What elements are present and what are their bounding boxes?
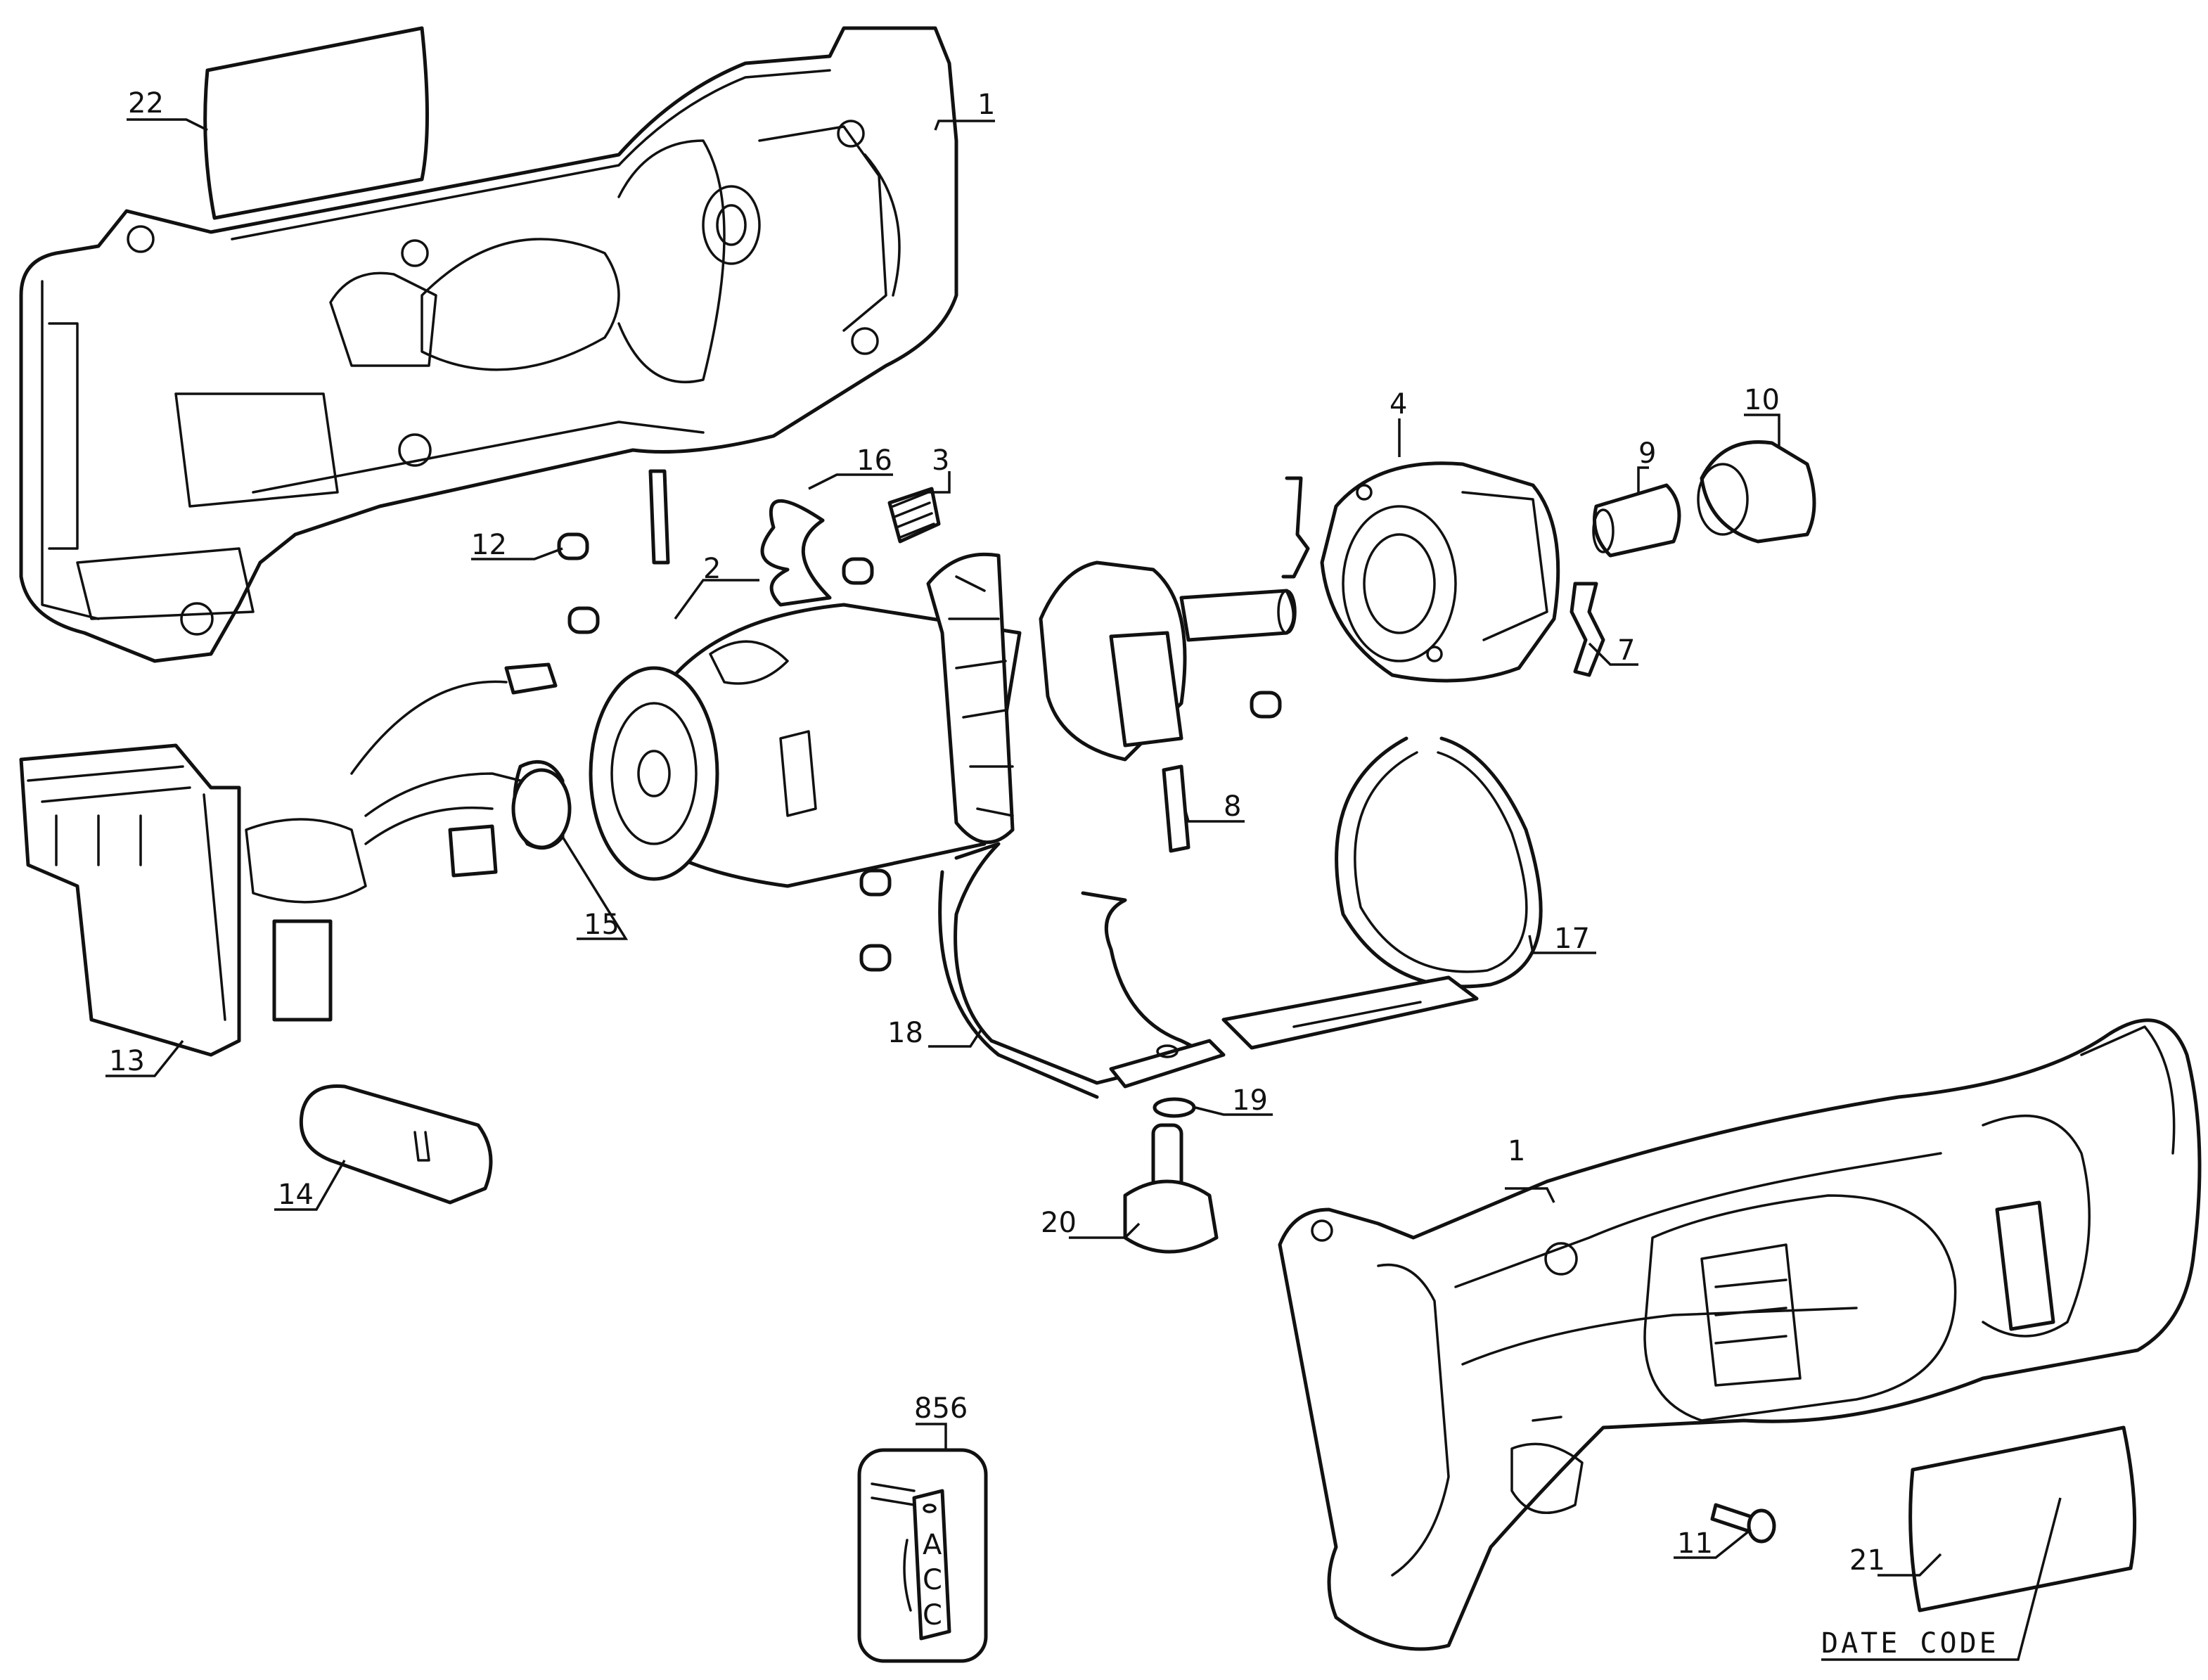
- part-14-switch-button: [299, 1084, 493, 1205]
- part-17-band-clamp: [1221, 736, 1543, 1050]
- callout-4: 4: [1389, 388, 1407, 421]
- brush-pin-c: [1250, 691, 1282, 719]
- callout-20: 20: [1041, 1207, 1077, 1239]
- brush-pin-12: [557, 532, 589, 560]
- brush-strip: [648, 469, 670, 565]
- callout-8: 8: [1224, 790, 1241, 823]
- callout-22: 22: [128, 87, 164, 120]
- part-21-date-code-label: [1908, 1425, 2137, 1612]
- part-13-switch-assembly: [19, 662, 558, 1057]
- callout-11: 11: [1677, 1527, 1713, 1560]
- brush-pin-a: [567, 606, 600, 634]
- brush-pin-d: [859, 868, 892, 897]
- part-19-washer: [1153, 1097, 1196, 1118]
- callout-3: 3: [932, 444, 949, 477]
- callout-1-top: 1: [977, 89, 995, 121]
- callout-2: 2: [703, 553, 721, 585]
- part-22-label-sheet: [203, 26, 429, 220]
- part-2-motor-armature: [589, 552, 1297, 888]
- callout-17: 17: [1554, 923, 1590, 955]
- brush-pin-e: [859, 944, 892, 972]
- callout-16: 16: [856, 444, 892, 477]
- callout-18: 18: [887, 1017, 923, 1049]
- part-1-housing-assembled: [1278, 1018, 2202, 1651]
- callout-7: 7: [1617, 634, 1635, 667]
- callout-12: 12: [471, 529, 507, 561]
- part-7-spring-clip: [1570, 582, 1605, 677]
- part-3-spring: [887, 487, 941, 544]
- callout-15: 15: [584, 909, 620, 941]
- tag-letter-1: A: [923, 1529, 942, 1561]
- part-10-collet-nut: [1697, 440, 1816, 544]
- part-1-housing-left-half: [19, 26, 958, 663]
- part-11-screw: [1710, 1503, 1776, 1544]
- callout-19: 19: [1232, 1084, 1268, 1117]
- part-9-collet: [1592, 483, 1681, 558]
- callout-labels: 22 1 16 3 4 9 10 12 2 7 8 15 17 18 13 19…: [109, 87, 1999, 1660]
- date-code-text: DATE CODE: [1821, 1627, 1999, 1660]
- callout-10: 10: [1744, 384, 1780, 416]
- callout-856: 856: [914, 1392, 968, 1425]
- part-16-clip: [760, 499, 832, 607]
- tag-letter-3: C: [923, 1599, 942, 1631]
- callout-14: 14: [278, 1179, 314, 1211]
- part-856-tag: A C C: [857, 1448, 988, 1663]
- part-4-nose-housing: [1281, 461, 1560, 683]
- part-15-end-cap: [511, 759, 572, 850]
- tag-letter-2: C: [923, 1564, 942, 1596]
- part-20-knob: [1123, 1123, 1219, 1254]
- callout-13: 13: [109, 1045, 145, 1077]
- part-8-brush: [1162, 764, 1190, 853]
- part-18-bracket: [938, 842, 1226, 1099]
- callout-21: 21: [1849, 1544, 1885, 1577]
- leader-lines: [105, 118, 2062, 1661]
- callout-9: 9: [1638, 437, 1656, 470]
- callout-1-bottom: 1: [1508, 1135, 1525, 1167]
- brush-pin-b: [842, 557, 874, 585]
